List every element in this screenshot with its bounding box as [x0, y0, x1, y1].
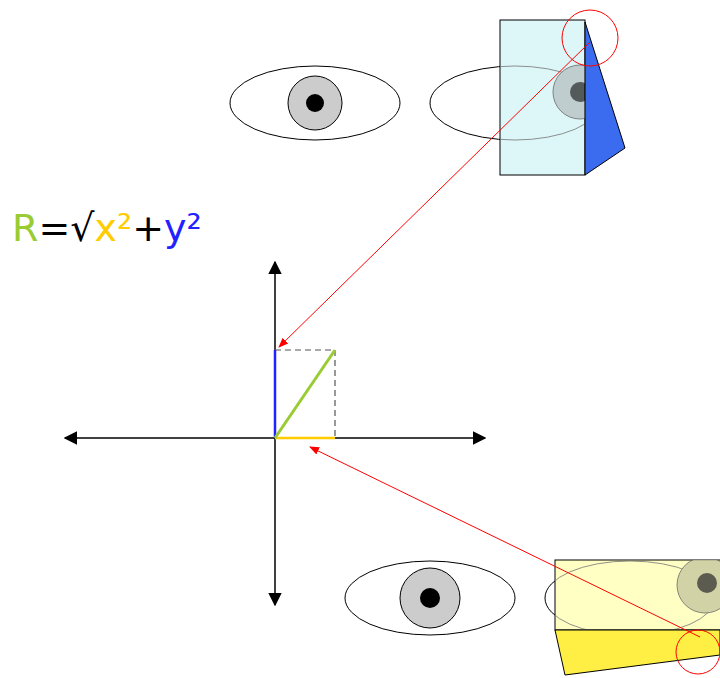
eye [345, 561, 515, 635]
highlight-circle [562, 10, 618, 66]
equals-root: =√ [38, 206, 94, 250]
x-axis [275, 437, 485, 439]
eye-behind-glass [500, 65, 585, 140]
resultant-vector [275, 350, 335, 438]
prism-side [585, 22, 625, 175]
eye-behind-glass [555, 560, 720, 630]
eye [230, 66, 400, 140]
y-axis [274, 438, 276, 605]
prism-side [555, 630, 720, 675]
dashed-box [275, 350, 335, 438]
y-component [274, 350, 277, 438]
plus-sign: + [132, 206, 164, 250]
x-term: x² [94, 206, 132, 250]
highlight-circle [676, 630, 720, 674]
pointer-line [279, 42, 590, 347]
y-term: y² [164, 206, 202, 250]
formula: R=√x²+y² [12, 208, 202, 250]
y-axis [274, 262, 276, 438]
x-axis [65, 437, 275, 439]
resultant-symbol: R [12, 206, 38, 250]
pointer-line [310, 447, 700, 637]
x-component [275, 437, 335, 440]
